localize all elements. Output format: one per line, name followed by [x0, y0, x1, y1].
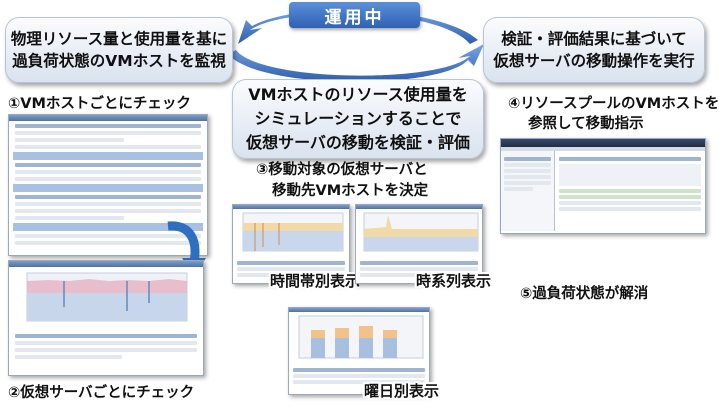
execute-bubble: 検証・評価結果に基づいて 仮想サーバの移動操作を実行 [483, 17, 705, 83]
time-series-chart-screenshot [355, 204, 483, 284]
time-zone-chart-screenshot [232, 204, 350, 284]
step-3-label-line1: ③移動対象の仮想サーバと [256, 162, 428, 178]
execute-bubble-line2: 仮想サーバの移動操作を実行 [493, 52, 695, 70]
time-series-label: 時系列表示 [416, 272, 492, 290]
virtual-server-check-screenshot [8, 260, 204, 376]
step-4-label-line2: 参照して移動指示 [528, 116, 644, 132]
simulation-bubble-line3: 仮想サーバの移動を検証・評価 [246, 133, 470, 152]
monitor-bubble: 物理リソース量と使用量を基に 過負荷状態のVMホストを監視 [5, 17, 233, 83]
vm-host-check-screenshot [8, 114, 208, 256]
monitor-bubble-line1: 物理リソース量と使用量を基に [10, 30, 228, 48]
status-badge: 運用中 [289, 2, 420, 28]
day-of-week-label: 曜日別表示 [364, 382, 440, 400]
step-3-label-line2: 移動先VMホストを決定 [272, 183, 429, 199]
resource-pool-screenshot [500, 138, 706, 234]
step-4-label-line1: ④リソースプールのVMホストを [508, 96, 719, 112]
simulation-bubble: VMホストのリソース使用量を シミュレーションすることで 仮想サーバの移動を検証… [232, 79, 484, 159]
day-of-week-chart-screenshot [288, 307, 430, 395]
time-zone-label: 時間帯別表示 [270, 272, 361, 290]
step-5-label: ⑤過負荷状態が解消 [520, 286, 649, 302]
monitor-bubble-line2: 過負荷状態のVMホストを監視 [12, 52, 226, 70]
simulation-bubble-line1: VMホストのリソース使用量を [248, 85, 468, 104]
execute-bubble-line1: 検証・評価結果に基づいて [501, 30, 687, 48]
status-badge-label: 運用中 [324, 7, 385, 28]
step-2-label: ②仮想サーバごとにチェック [8, 385, 195, 401]
step-1-label: ①VMホストごとにチェック [8, 96, 191, 112]
simulation-bubble-line2: シミュレーションすることで [254, 109, 462, 128]
